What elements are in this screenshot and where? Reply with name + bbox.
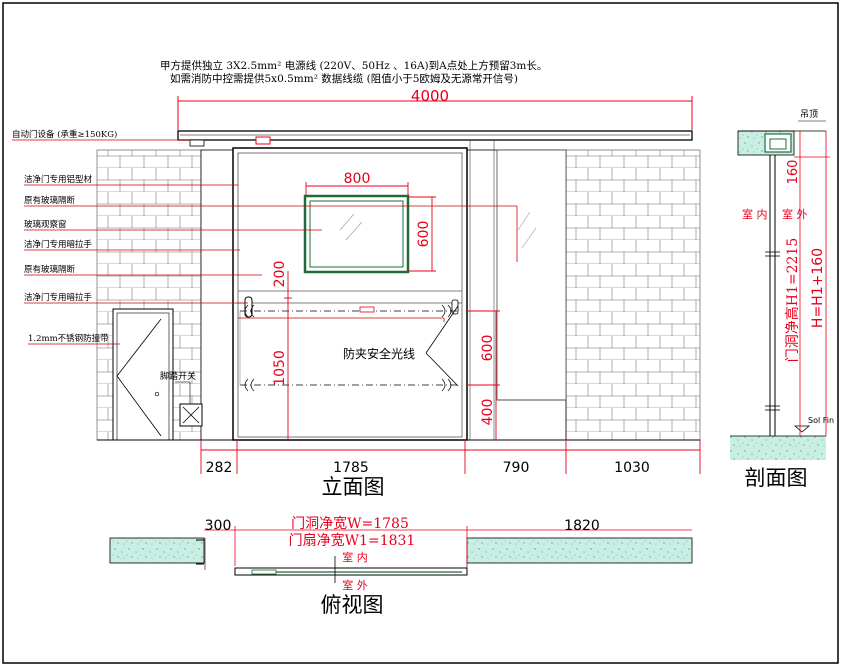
leader-labels: 自动门设备 (承重≥150KG) 洁净门专用铝型材 原有玻璃隔断 玻璃观察窗 洁… — [12, 129, 518, 345]
title-section: 剖面图 — [745, 466, 808, 490]
title-plan: 俯视图 — [321, 593, 384, 617]
label-glass-partition-2: 原有玻璃隔断 — [24, 264, 76, 275]
label-handle-1: 洁净门专用暗拉手 — [24, 239, 93, 250]
label-floor: Sol Fin — [808, 416, 834, 425]
dim-1785: 1785 — [333, 460, 369, 476]
title-elevation: 立面图 — [322, 475, 385, 499]
handle-right — [451, 299, 459, 315]
plan-dim-1820: 1820 — [564, 518, 600, 534]
safety-beam-label: 防夹安全光线 — [343, 346, 415, 361]
dim-600-right: 600 — [480, 335, 496, 362]
door-leaders — [238, 317, 445, 322]
label-glass-partition-1: 原有玻璃隔断 — [24, 195, 76, 206]
dim-790: 790 — [503, 460, 530, 476]
dim-800: 800 — [344, 171, 371, 187]
dim-200: 200 — [272, 261, 288, 288]
label-ceiling: 吊顶 — [800, 109, 818, 120]
label-kick-plate: 1.2mm不锈钢防撞带 — [28, 333, 109, 344]
dim-600-window: 600 — [416, 221, 432, 248]
label-glass-window: 玻璃观察窗 — [24, 219, 67, 230]
safety-beam: 防夹安全光线 — [239, 304, 460, 392]
side-door — [112, 308, 174, 441]
section-dim-h: H=H1+160 — [810, 248, 826, 328]
plan-outdoor: 室 外 — [342, 578, 368, 592]
section-dim-160: 160 — [786, 160, 801, 185]
plan-dim-w: 门洞净宽W=1785 — [291, 515, 409, 532]
observation-window — [303, 194, 410, 274]
dim-1030: 1030 — [614, 460, 650, 476]
plan-view: 300 1820 门洞净宽W=1785 门扇净宽W1=1831 室 内 室 外 — [109, 515, 693, 592]
dim-400: 400 — [480, 399, 496, 426]
label-alu-profile: 洁净门专用铝型材 — [24, 174, 93, 185]
dim-4000: 4000 — [411, 87, 449, 105]
elevation-dims — [200, 182, 701, 474]
label-auto-door: 自动门设备 (承重≥150KG) — [12, 129, 117, 140]
plan-dim-w1: 门扇净宽W1=1831 — [289, 532, 416, 549]
left-column — [200, 149, 234, 441]
label-handle-2: 洁净门专用暗拉手 — [24, 292, 93, 303]
note-line-1: 甲方提供独立 3X2.5mm² 电源线 (220V、50Hz 、16A)到A点处… — [160, 59, 547, 72]
section-view: 吊顶 Sol Fin 160 门洞净高H1=2215 H=H1+160 室 内 … — [730, 109, 834, 460]
right-brick-wall — [565, 149, 701, 441]
dim-282: 282 — [206, 460, 233, 476]
plan-dim-300: 300 — [205, 518, 232, 534]
foot-switch: 脚踏开关 — [160, 370, 203, 427]
door-leaf — [232, 147, 468, 441]
foot-switch-label: 脚踏开关 — [160, 370, 196, 382]
section-outdoor: 室 外 — [782, 207, 808, 221]
section-indoor: 室 内 — [742, 207, 768, 221]
dim-1050: 1050 — [272, 350, 288, 386]
section-dim-h1: 门洞净高H1=2215 — [784, 238, 801, 362]
top-dimension: 4000 — [177, 87, 693, 130]
door-track-beam — [177, 130, 693, 147]
note-line-2: 如需消防中控需提供5x0.5mm² 数据线缆 (阻值小于5欧姆及无源常开信号) — [170, 72, 518, 85]
plan-indoor: 室 内 — [342, 550, 368, 564]
